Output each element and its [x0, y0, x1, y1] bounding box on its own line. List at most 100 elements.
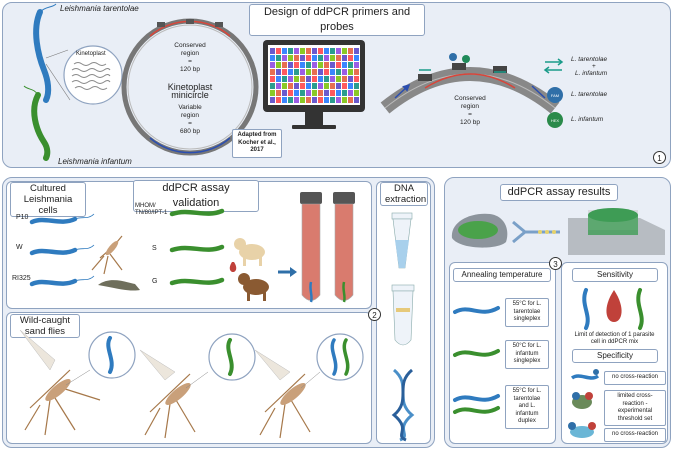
sequence-cell	[330, 62, 335, 68]
annealing-duplex-infantum-icon	[453, 406, 500, 414]
sensitivity-text: Limit of detection of 1 parasite cell in…	[574, 332, 655, 345]
specificity-item-3: no cross-reaction	[604, 428, 666, 442]
sequence-cell	[288, 69, 293, 75]
kinetoplast-label: Kinetoplast	[76, 51, 106, 57]
sequence-cell	[318, 90, 323, 96]
strain-g: G	[152, 278, 158, 285]
sequence-cell	[348, 83, 353, 89]
sequence-cell	[312, 76, 317, 82]
sequence-cell	[288, 62, 293, 68]
sequence-cell	[282, 55, 287, 61]
validation-title: ddPCR assay validation	[133, 180, 259, 212]
sequence-cell	[354, 69, 359, 75]
sequence-cell	[312, 55, 317, 61]
sequence-cell	[342, 83, 347, 89]
wild-title: Wild-caught sand flies	[10, 314, 80, 338]
sequence-cell	[294, 48, 299, 54]
sequence-cell	[306, 83, 311, 89]
sequence-cell	[288, 83, 293, 89]
spin-column-icon	[391, 284, 415, 346]
sensitivity-blood-drop-icon	[606, 290, 622, 322]
sequence-cell	[300, 69, 305, 75]
sequence-cell	[330, 90, 335, 96]
sequence-cell	[294, 97, 299, 103]
sequence-cell	[306, 55, 311, 61]
sequence-cell	[282, 62, 287, 68]
sequence-cell	[312, 90, 317, 96]
sequence-cell	[282, 76, 287, 82]
sequence-cell	[306, 90, 311, 96]
sequence-cell	[336, 90, 341, 96]
dna-title: DNA extraction	[380, 182, 428, 206]
sequence-cell	[348, 48, 353, 54]
sequence-cell	[354, 90, 359, 96]
sequence-cell	[294, 90, 299, 96]
sequence-cell	[330, 69, 335, 75]
sequence-cell	[318, 55, 323, 61]
strain-ri325: RI325	[12, 275, 31, 282]
hex-badge: HEX	[550, 118, 560, 123]
sequence-cell	[336, 83, 341, 89]
sequence-cell	[312, 62, 317, 68]
sequence-cell	[294, 55, 299, 61]
sequence-cell	[282, 83, 287, 89]
sequence-cell	[276, 69, 281, 75]
strain-p10: P10	[16, 214, 29, 221]
sequence-cell	[300, 55, 305, 61]
specificity-icon-2	[572, 392, 593, 409]
sequence-cell	[270, 62, 275, 68]
strain-mhom: MHOM/ TN/80/IPT-1	[135, 203, 168, 216]
sequence-cell	[324, 55, 329, 61]
sequence-cell	[300, 76, 305, 82]
g-parasite-icon	[169, 277, 225, 286]
sequence-cell	[270, 97, 275, 103]
tarentolae-parasite-icon	[33, 9, 52, 103]
annealing-item-3: 55°C for L. tarentolae and L. infantum d…	[505, 385, 549, 429]
panel1-title: Design of ddPCR primers and probes	[249, 4, 425, 36]
sequence-cell	[318, 48, 323, 54]
sequence-cell	[330, 48, 335, 54]
healthy-dog-icon	[234, 238, 265, 266]
sequence-cell	[270, 76, 275, 82]
sensitivity-tarentolae-icon	[582, 288, 590, 330]
blood-drop-icon	[229, 262, 237, 272]
specificity-item-2: limited cross- reaction - experimental t…	[604, 390, 666, 426]
species-tarentolae-label: Leishmania tarentolae	[60, 4, 139, 13]
legend-primers-plus: +	[592, 63, 596, 70]
annealing-infantum-icon	[453, 349, 500, 357]
cultured-title: Cultured Leishmania cells	[10, 182, 86, 217]
sequence-cell	[270, 55, 275, 61]
sequence-cell	[282, 97, 287, 103]
sequence-cell	[276, 97, 281, 103]
w-parasite-icon	[29, 247, 78, 256]
conserved-region-top-label: Conserved region = 120 bp	[174, 42, 206, 73]
sequence-cell	[330, 97, 335, 103]
sequence-cell	[318, 69, 323, 75]
sandfly-2-icon	[144, 373, 196, 439]
sequence-cell	[288, 97, 293, 103]
sequence-cell	[288, 55, 293, 61]
sequence-cell	[276, 55, 281, 61]
sequence-cell	[324, 69, 329, 75]
sequence-cell	[276, 62, 281, 68]
sequence-cell	[270, 90, 275, 96]
minicircle-title: Kinetoplast minicircle	[167, 82, 213, 100]
sequence-cell	[276, 76, 281, 82]
legend-primers-a: L. tarentolae	[571, 56, 608, 63]
sequence-cell	[312, 97, 317, 103]
sequence-cell	[354, 97, 359, 103]
sequence-cell	[318, 97, 323, 103]
sequence-cell	[270, 48, 275, 54]
sequence-cell	[342, 97, 347, 103]
infantum-parasite-icon	[31, 92, 51, 161]
sequence-cell	[348, 76, 353, 82]
sequence-cell	[276, 90, 281, 96]
adapted-from-note: Adapted from Kocher et al., 2017	[232, 129, 282, 158]
sequence-cell	[300, 48, 305, 54]
sequence-cell	[282, 48, 287, 54]
sequence-cell	[336, 55, 341, 61]
sequence-cell	[324, 90, 329, 96]
infected-dog-icon	[238, 273, 269, 301]
sequence-cell	[318, 62, 323, 68]
sequence-cell	[336, 62, 341, 68]
